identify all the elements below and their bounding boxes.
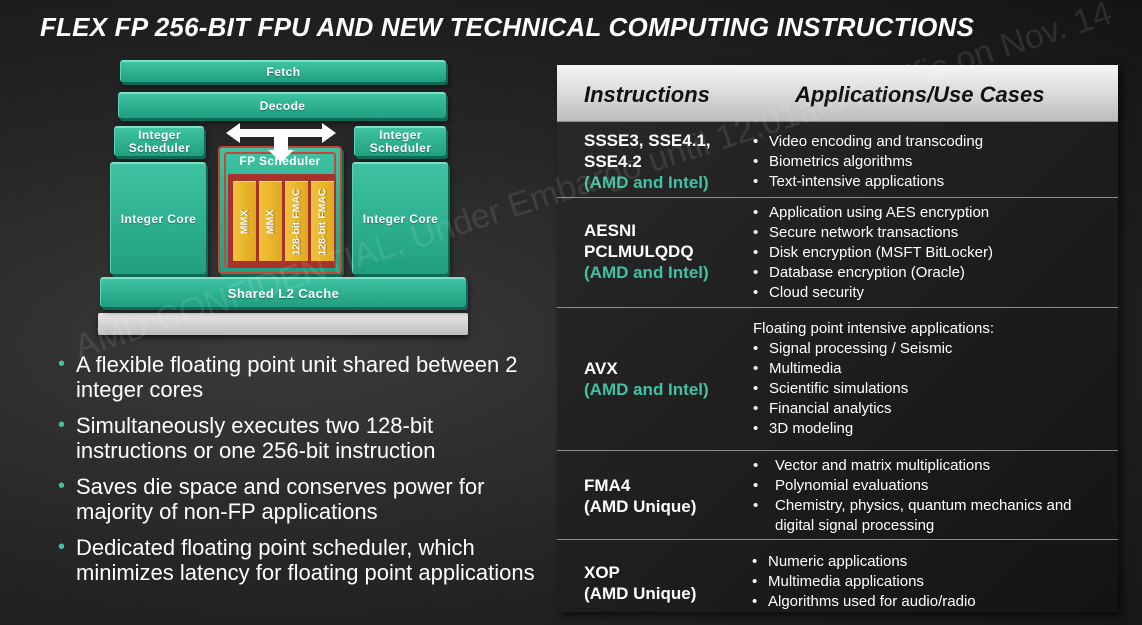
use-case-item: Numeric applications bbox=[752, 552, 976, 572]
bullet-item: A flexible floating point unit shared be… bbox=[58, 352, 538, 402]
integer-scheduler-left: Integer Scheduler bbox=[114, 126, 204, 156]
table-row-ssse3: SSSE3, SSE4.1, SSE4.2 (AMD and Intel) Vi… bbox=[557, 121, 1118, 197]
use-case-item: Polynomial evaluations bbox=[753, 476, 1113, 496]
use-cases-cell: Floating point intensive applications: S… bbox=[753, 319, 994, 439]
instructions-table: Instructions Applications/Use Cases SSSE… bbox=[557, 65, 1118, 612]
table-row-avx: AVX (AMD and Intel) Floating point inten… bbox=[557, 307, 1118, 450]
use-case-item: Database encryption (Oracle) bbox=[753, 263, 993, 283]
header-instructions: Instructions bbox=[584, 82, 710, 107]
use-case-intro: Floating point intensive applications: bbox=[753, 320, 994, 337]
decode-block: Decode bbox=[118, 92, 446, 118]
integer-core-right: Integer Core bbox=[352, 162, 448, 274]
fetch-block: Fetch bbox=[120, 60, 446, 82]
die-base-slab bbox=[98, 313, 468, 335]
use-case-item: Disk encryption (MSFT BitLocker) bbox=[753, 243, 993, 263]
instruction-cell: AVX (AMD and Intel) bbox=[584, 359, 709, 399]
instruction-cell: XOP (AMD Unique) bbox=[584, 563, 697, 603]
instruction-cell: AESNI PCLMULQDQ (AMD and Intel) bbox=[584, 221, 709, 282]
use-case-item: Financial analytics bbox=[753, 399, 994, 419]
mmx-unit: MMX bbox=[259, 181, 282, 261]
use-case-item: Secure network transactions bbox=[753, 223, 993, 243]
slide-title: FLEX FP 256-BIT FPU AND NEW TECHNICAL CO… bbox=[40, 12, 975, 42]
bullet-item: Saves die space and conserves power for … bbox=[58, 474, 538, 524]
table-row-aesni: AESNI PCLMULQDQ (AMD and Intel) Applicat… bbox=[557, 197, 1118, 307]
use-cases-cell: Application using AES encryption Secure … bbox=[753, 203, 993, 303]
fp-scheduler-label: FP Scheduler bbox=[239, 154, 321, 168]
integer-core-left: Integer Core bbox=[110, 162, 206, 274]
table-row-xop: XOP (AMD Unique) Numeric applications Mu… bbox=[557, 539, 1118, 612]
instruction-cell: FMA4 (AMD Unique) bbox=[584, 476, 697, 516]
use-cases-cell: Vector and matrix multiplications Polyno… bbox=[753, 456, 1113, 536]
fmac-unit: 128-bit FMAC bbox=[285, 181, 308, 261]
mmx-unit: MMX bbox=[233, 181, 256, 261]
use-case-item: Multimedia bbox=[753, 359, 994, 379]
use-case-item: Chemistry, physics, quantum mechanics an… bbox=[753, 496, 1113, 536]
use-case-item: Biometrics algorithms bbox=[753, 152, 983, 172]
dispatch-arrow-icon bbox=[226, 123, 336, 162]
shared-l2-cache-block: Shared L2 Cache bbox=[100, 277, 466, 307]
bullet-item: Simultaneously executes two 128-bit inst… bbox=[58, 413, 538, 463]
use-case-item: Application using AES encryption bbox=[753, 203, 993, 223]
integer-scheduler-right: Integer Scheduler bbox=[354, 126, 446, 156]
bullet-item: Dedicated floating point scheduler, whic… bbox=[58, 535, 538, 585]
fp-unit-block: FP Scheduler MMX MMX 128-bit FMAC 128-bi… bbox=[218, 146, 342, 274]
use-cases-cell: Numeric applications Multimedia applicat… bbox=[752, 552, 976, 612]
use-case-item: Signal processing / Seismic bbox=[753, 339, 994, 359]
use-case-item: Scientific simulations bbox=[753, 379, 994, 399]
use-case-item: Text-intensive applications bbox=[753, 172, 983, 192]
use-case-item: 3D modeling bbox=[753, 419, 994, 439]
use-case-item: Algorithms used for audio/radio bbox=[752, 592, 976, 612]
table-row-fma4: FMA4 (AMD Unique) Vector and matrix mult… bbox=[557, 450, 1118, 539]
use-case-item: Cloud security bbox=[753, 283, 993, 303]
fp-execution-units: MMX MMX 128-bit FMAC 128-bit FMAC bbox=[228, 174, 336, 268]
bulldozer-module-diagram: Fetch Decode Integer Scheduler Integer S… bbox=[96, 58, 471, 338]
use-case-item: Video encoding and transcoding bbox=[753, 132, 983, 152]
table-header: Instructions Applications/Use Cases bbox=[557, 65, 1118, 121]
use-cases-cell: Video encoding and transcoding Biometric… bbox=[753, 132, 983, 192]
use-case-item: Vector and matrix multiplications bbox=[753, 456, 1113, 476]
instruction-cell: SSSE3, SSE4.1, SSE4.2 (AMD and Intel) bbox=[584, 131, 711, 192]
header-applications: Applications/Use Cases bbox=[795, 82, 1045, 107]
fmac-unit: 128-bit FMAC bbox=[311, 181, 334, 261]
feature-bullets: A flexible floating point unit shared be… bbox=[58, 352, 538, 596]
use-case-item: Multimedia applications bbox=[752, 572, 976, 592]
